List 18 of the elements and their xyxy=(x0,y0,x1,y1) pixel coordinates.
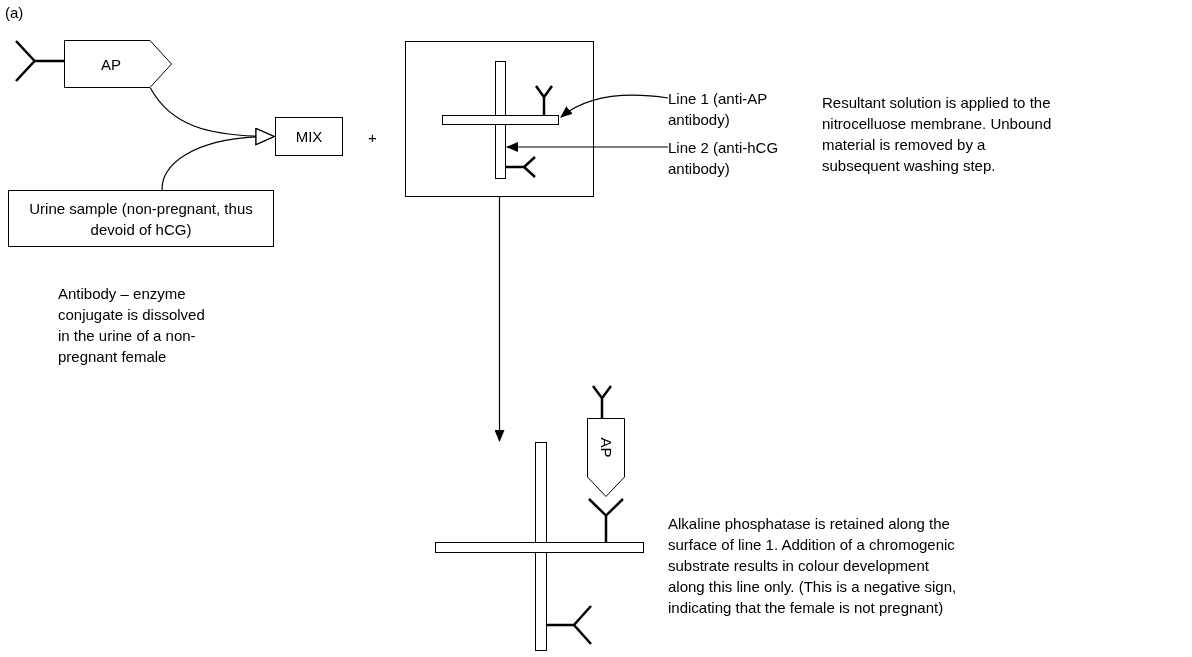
membrane-box xyxy=(405,41,594,197)
mix-box: MIX xyxy=(275,117,343,156)
leader-line xyxy=(506,142,669,152)
note-text: Alkaline phosphatase is retained along the surface of line 1. Addition of a chromogenic substrate results in colour development along this line only. (This is a negative sign, indicating that the female is not pregnant) xyxy=(668,514,958,618)
note-text: Antibody – enzyme conjugate is dissolved in the urine of a non-pregnant female xyxy=(58,284,206,367)
sample-box: Urine sample (non-pregnant, thus devoid of hCG) xyxy=(8,190,274,247)
enzyme-tag: AP xyxy=(587,418,625,497)
label: (a) xyxy=(5,3,25,23)
plus-sign: + xyxy=(368,128,378,148)
line-label: Line 1 (anti-AP antibody) xyxy=(668,88,800,130)
enzyme-tag: AP xyxy=(64,40,172,88)
arrow xyxy=(494,196,505,442)
line-label: Line 2 (anti-hCG antibody) xyxy=(668,137,800,179)
arrow xyxy=(161,128,275,191)
leader-line xyxy=(560,94,669,118)
note-text: Resultant solution is applied to the nitrocelluose membrane. Unbound material is removed by a subsequent washing step. xyxy=(822,93,1053,176)
membrane-strip xyxy=(442,115,559,125)
membrane-strip xyxy=(495,61,506,179)
